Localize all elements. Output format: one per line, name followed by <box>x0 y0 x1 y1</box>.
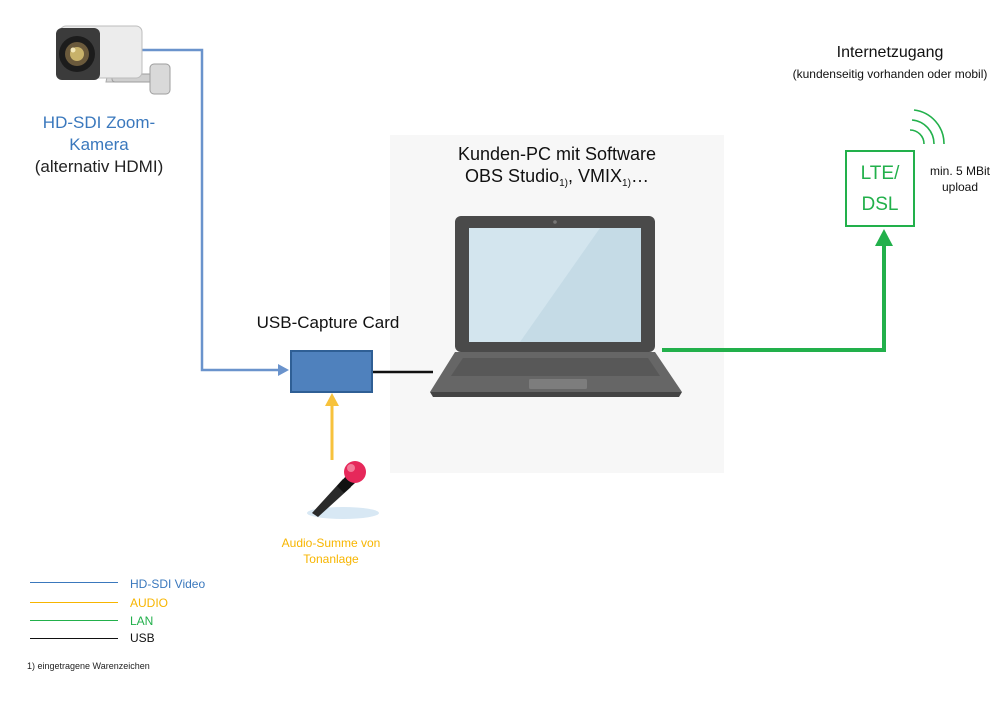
software-ellipsis: … <box>630 166 649 186</box>
internet-note: (kundenseitig vorhanden oder mobil) <box>792 67 988 81</box>
trademark-marker-obs: 1) <box>559 178 569 189</box>
lan-arrowhead <box>875 229 893 246</box>
trademark-marker-vmix: 1) <box>622 178 631 189</box>
legend-line-lan <box>30 620 118 621</box>
audio-arrowhead <box>325 393 339 406</box>
legend-label-video: HD-SDI Video <box>130 577 206 591</box>
video-cable <box>140 48 280 372</box>
legend-label-lan: LAN <box>130 614 154 628</box>
software-obs: OBS Studio <box>465 166 560 186</box>
laptop-icon <box>430 216 682 397</box>
legend-line-audio <box>30 602 118 603</box>
capture-card-box <box>290 350 373 393</box>
software-vmix: , VMIX <box>568 166 623 186</box>
pc-software-line: OBS Studio1), VMIX1)… <box>390 166 724 194</box>
upload-note: min. 5 MBit upload <box>929 164 990 194</box>
legend-label-usb: USB <box>130 631 155 645</box>
dsl-label: DSL <box>861 194 899 215</box>
legend-line-usb <box>30 638 118 639</box>
footnote: 1) eingetragene Warenzeichen <box>27 661 150 671</box>
capture-card-label: USB-Capture Card <box>256 313 400 332</box>
camera-label: HD-SDI Zoom- Kamera <box>42 113 156 154</box>
audio-label: Audio-Summe von Tonanlage <box>281 536 381 566</box>
video-arrowhead <box>278 364 289 376</box>
microphone-icon <box>307 461 379 519</box>
camera-icon <box>56 25 171 95</box>
legend-line-video <box>30 582 118 583</box>
camera-sublabel: (alternativ HDMI) <box>34 157 164 176</box>
legend-label-audio: AUDIO <box>130 596 169 610</box>
pc-title: Kunden-PC mit Software <box>457 144 657 164</box>
lte-dsl-box: LTE/ DSL <box>845 150 915 227</box>
wireless-signal-icon <box>909 109 945 145</box>
lan-cable <box>662 243 886 352</box>
internet-title: Internetzugang <box>836 44 944 61</box>
lte-label: LTE/ <box>860 163 900 184</box>
